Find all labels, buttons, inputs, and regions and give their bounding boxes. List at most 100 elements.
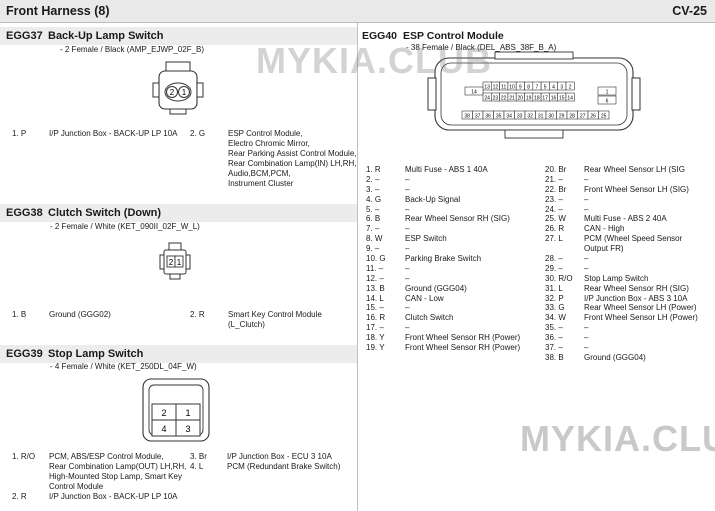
egg38-spec: - 2 Female / White (KET_090II_02F_W_L) [50,222,200,231]
egg38-cavity-label: 2 [169,258,174,267]
egg40-pin-row: 29. –– [545,264,713,274]
egg38-cavity-label: 1 [177,258,182,267]
page-title: Front Harness (8) [6,4,110,18]
egg40-cavity-label: 32 [527,113,533,119]
pin-description: Parking Brake Switch [405,254,482,264]
egg37-code: EGG37 [6,30,43,42]
egg40-name: ESP Control Module [403,30,504,42]
egg40-cavity-label: 35 [496,113,502,119]
egg40-cavity-label: 16 [551,95,557,101]
egg40-cavity-label: 2 [569,84,572,90]
egg40-cavity-label: 14 [471,89,477,95]
egg40-cavity-label: 18 [534,95,540,101]
egg40-cavity-label: 1 [606,89,609,95]
watermark: MYKIA.CLUB [256,40,492,81]
pin-number: 7. – [366,224,380,234]
page-number: CV-25 [672,4,707,18]
egg40-cavity-label: 37 [475,113,481,119]
egg40-cavity-row-1: 13 12 11 10 9 8 7 5 4 3 2 [482,81,575,90]
pin-number: 18. Y [366,333,385,343]
pin-description: Back-Up Signal [405,194,461,204]
pin-description: Front Wheel Sensor RH (Power) [405,333,521,343]
pin-description: Rear Wheel Sensor RH (SIG) [405,214,510,224]
egg40-cavity-label: 20 [518,95,524,101]
egg39-cavity-label: 2 [161,408,166,418]
pin-number: 22. Br [545,184,567,194]
pin-number: 2. – [366,174,380,184]
egg40-code: EGG40 [362,30,398,42]
pin-description: Multi Fuse - ABS 1 40A [405,165,488,174]
pin-description: Stop Lamp Switch [584,273,649,283]
egg40-cavity-label: 24 [484,95,490,101]
egg40-cavity-label: 28 [569,113,575,119]
pin-description: – [584,204,589,214]
egg40-header: EGG40 ESP Control Module [358,27,715,45]
pin-description: PCM, ABS/ESP Control Module, Rear Combin… [49,452,187,491]
pin-number: 3. – [366,184,380,194]
egg40-cavity-label: 10 [509,84,515,90]
pin-number: 17. – [366,323,384,333]
pin-description: – [405,224,410,234]
pin-number: 37. – [545,343,563,353]
pin-description: Rear Wheel Sensor LH (Power) [584,303,697,313]
pin-number: 21. – [545,174,563,184]
pin-number: 2. R [190,310,205,319]
egg39-spec: - 4 Female / White (KET_250DL_04F_W) [50,362,197,371]
pin-description: I/P Junction Box - ECU 3 10A [227,452,332,461]
egg37-cavity-label: 1 [182,88,187,97]
pin-number: 6. B [366,214,381,224]
pin-number: 34. W [545,313,566,323]
egg40-cavity-label: 30 [548,113,554,119]
pin-description: Front Wheel Sensor RH (Power) [405,343,521,353]
pin-number: 3. Br [190,452,207,461]
pin-number: 38. B [545,352,564,362]
egg40-connector-diagram: 13 12 11 10 9 8 7 5 4 3 2 14 1 [427,51,641,139]
pin-description: CAN - High [584,224,625,234]
egg40-cavity-label: 7 [536,84,539,90]
egg37-connector-diagram: 2 1 [152,61,204,115]
pin-number: 25. W [545,214,566,224]
pin-description: – [405,204,410,214]
pin-number: 24. – [545,204,563,214]
column-divider [357,23,358,511]
pin-description: – [405,273,410,283]
egg40-pin-row: 9. –– [366,244,541,254]
egg39-code: EGG39 [6,348,43,360]
egg39-name: Stop Lamp Switch [48,348,144,360]
pin-number: 29. – [545,263,563,273]
pin-description: – [584,254,589,264]
egg40-pin-row: 35. –– [545,323,713,333]
egg40-pin-row: 28. –– [545,254,713,264]
egg40-cavity-label: 36 [485,113,491,119]
egg40-pin-row: 2. –– [366,175,541,185]
egg37-spec: - 2 Female / Black (AMP_EJWP_02F_B) [60,45,205,54]
pin-number: 5. – [366,204,380,214]
pin-description: Multi Fuse - ABS 2 40A [584,214,667,224]
egg40-cavity-label: 6 [606,98,609,104]
egg37-cavity-label: 2 [170,88,175,97]
pin-description: ESP Switch [405,234,447,244]
egg40-pin-row: 12. –– [366,274,541,284]
pin-description: I/P Junction Box - BACK-UP LP 10A [49,492,178,501]
pin-number: 4. L [190,462,204,471]
pin-description: CAN - Low [405,293,444,303]
egg40-pin-row: 24. – – [545,205,713,215]
pin-number: 9. – [366,244,380,254]
egg40-cavity-label: 26 [590,113,596,119]
pin-description: I/P Junction Box - BACK-UP LP 10A [49,129,178,138]
egg40-cavity-label: 19 [526,95,532,101]
egg40-cavity-label: 5 [544,84,547,90]
pin-number: 1. B [12,310,27,319]
egg40-cavity-row-3: 24 23 22 21 20 19 18 17 16 15 14 [482,92,575,101]
egg40-cavity-label: 27 [580,113,586,119]
